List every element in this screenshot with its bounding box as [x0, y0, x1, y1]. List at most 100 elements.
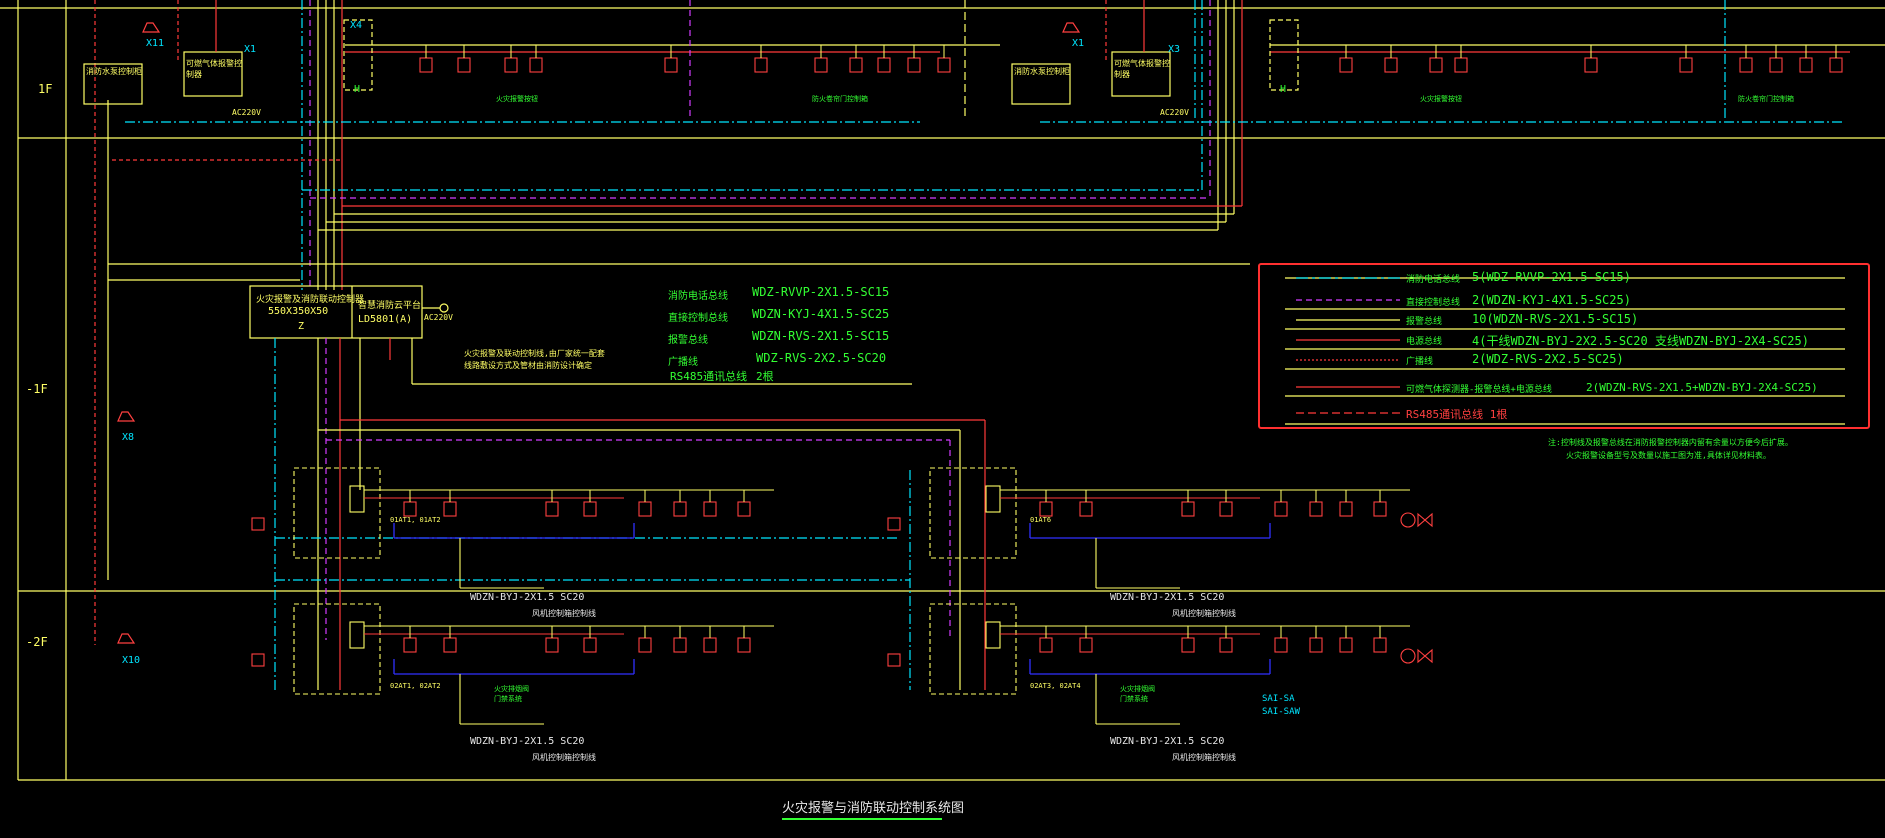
- fire-btn-note-2: 火灾报警按钮: [1420, 95, 1462, 103]
- cloud-platform-model: LD5801(A): [358, 314, 413, 325]
- panel-ac: AC220V: [424, 313, 453, 322]
- legend-item-name: 广播线: [1406, 357, 1434, 367]
- center-item-name: 直接控制总线: [668, 313, 728, 324]
- floor-label-b2: -2F: [26, 635, 48, 649]
- legend-highlight-box: [1258, 263, 1870, 429]
- device-symbol: [754, 45, 768, 73]
- device-symbol: [1584, 45, 1598, 73]
- cable-label-b: WDZN-BYJ-2X1.5 SC20: [1110, 592, 1225, 603]
- basement-device-groups: [251, 467, 1433, 725]
- legend-item-name: 消防电话总线: [1406, 275, 1461, 285]
- legend-item-name: RS485通讯总线 1根: [1406, 408, 1508, 421]
- ac-label-1f: AC220V: [232, 108, 261, 117]
- device-symbol: [529, 45, 543, 73]
- cloud-platform-name: 智慧消防云平台: [358, 301, 422, 311]
- x11-label: X11: [146, 38, 165, 49]
- center-item-spec: WDZ-RVS-2X2.5-SC20: [756, 351, 887, 365]
- module-label-a: 01AT1, 01AT2: [390, 516, 441, 524]
- fire-btn-note: 火灾报警按钮: [496, 95, 538, 103]
- device-symbol: [1829, 45, 1843, 73]
- panel-size: 550X350X50: [268, 306, 329, 317]
- legend-item-spec: 2(WDZN-RVS-2X1.5+WDZN-BYJ-2X4-SC25): [1586, 381, 1818, 394]
- device-symbol: [664, 45, 678, 73]
- legend-item-name: 电源总线: [1406, 337, 1443, 347]
- module-label-c: 02AT1, 02AT2: [390, 682, 441, 690]
- cable-label-a: WDZN-BYJ-2X1.5 SC20: [470, 592, 585, 603]
- center-item-spec: WDZN-KYJ-4X1.5-SC25: [752, 307, 890, 321]
- device-symbol: [814, 45, 828, 73]
- device-symbol: [1454, 45, 1468, 73]
- legend-item-spec: 4(干线WDZN-BYJ-2X2.5-SC20 支线WDZN-BYJ-2X4-S…: [1472, 334, 1809, 348]
- device-symbol: [1769, 45, 1783, 73]
- device-symbol: [907, 45, 921, 73]
- legend-item-spec: 2(WDZN-KYJ-4X1.5-SC25): [1472, 293, 1631, 307]
- x1-label: X1: [244, 44, 257, 55]
- fan-label-a: 风机控制箱控制线: [532, 609, 596, 618]
- module-label-d: 02AT3, 02AT4: [1030, 682, 1081, 690]
- device-group: [251, 467, 774, 589]
- x1-label-2: X1: [1072, 38, 1085, 49]
- legend-note-1: 注:控制线及报警总线在消防报警控制器内留有余量以方便今后扩展。: [1548, 438, 1793, 447]
- x3-label: X3: [1168, 44, 1181, 55]
- center-item-name: 消防电话总线: [668, 291, 728, 302]
- device-group: [251, 603, 774, 725]
- door-system-label-2: 门禁系统: [1120, 695, 1148, 703]
- module-label-b: 01AT6: [1030, 516, 1052, 524]
- center-item-spec: WDZN-RVS-2X1.5-SC15: [752, 329, 890, 343]
- legend-item-name: 报警总线: [1406, 317, 1443, 327]
- device-symbol: [1429, 45, 1443, 73]
- saw-label: SAI-SAW: [1262, 707, 1300, 717]
- device-symbol: [937, 45, 951, 73]
- fan-label-b: 风机控制箱控制线: [1172, 609, 1236, 618]
- x4-label: X4: [350, 20, 363, 31]
- fire-door-label: 火灾排烟阀: [494, 685, 529, 693]
- pump-box-label: 消防水泵控制柜: [86, 67, 142, 76]
- floor-1f-devices: [419, 45, 1843, 73]
- legend-item-spec: 10(WDZN-RVS-2X1.5-SC15): [1472, 312, 1639, 326]
- cable-label-d: WDZN-BYJ-2X1.5 SC20: [1110, 736, 1225, 747]
- device-symbol: [877, 45, 891, 73]
- title-underline: [782, 818, 942, 820]
- floor-label-b1: -1F: [26, 382, 48, 396]
- device-group: [887, 467, 1433, 589]
- legend-item-name: 直接控制总线: [1406, 298, 1461, 308]
- floor-1f-circuits: [83, 0, 1885, 123]
- gas-box-label: 可燃气体报警控制器: [186, 59, 242, 79]
- door-system-label: 门禁系统: [494, 695, 522, 703]
- floor-label-1f: 1F: [38, 82, 53, 96]
- device-group: [887, 603, 1433, 725]
- device-symbol: [1384, 45, 1398, 73]
- center-item-name: 广播线: [668, 357, 698, 368]
- panel-note-1: 火灾报警及联动控制线,由厂家统一配套: [464, 349, 605, 358]
- drawing-frame: [0, 0, 1885, 781]
- ac-label-1f-2: AC220V: [1160, 108, 1189, 117]
- device-symbol: [1799, 45, 1813, 73]
- basement-risers: [274, 338, 986, 690]
- center-item-name: RS485通讯总线: [670, 370, 748, 383]
- x8-label: X8: [122, 432, 135, 443]
- fan-label-c: 风机控制箱控制线: [532, 753, 596, 762]
- signal-note: 防火卷帘门控制箱: [812, 95, 868, 103]
- device-symbol: [1339, 45, 1353, 73]
- center-item-spec: 2根: [756, 370, 774, 383]
- device-symbol: [504, 45, 518, 73]
- main-control-panel: [249, 285, 912, 490]
- device-symbol: [1679, 45, 1693, 73]
- legend-item-spec: 2(WDZ-RVS-2X2.5-SC25): [1472, 352, 1624, 366]
- cable-label-c: WDZN-BYJ-2X1.5 SC20: [470, 736, 585, 747]
- riser-bundle: [94, 0, 1250, 645]
- device-symbol: [457, 45, 471, 73]
- panel-z: Z: [298, 321, 305, 332]
- h-label-1f: H: [354, 84, 361, 95]
- x10-label: X10: [122, 655, 141, 666]
- panel-name: 火灾报警及消防联动控制器: [256, 295, 365, 305]
- pump-box-label-2: 消防水泵控制柜: [1014, 67, 1070, 76]
- panel-note-2: 线路敷设方式及管材由消防设计确定: [464, 361, 592, 370]
- legend-note-2: 火灾报警设备型号及数量以施工图为准,具体详见材料表。: [1566, 451, 1771, 460]
- h-label-1f-2: H: [1280, 84, 1287, 95]
- center-item-spec: WDZ-RVVP-2X1.5-SC15: [752, 285, 890, 299]
- legend-item-name: 可燃气体探测器-报警总线+电源总线: [1406, 385, 1552, 395]
- center-item-name: 报警总线: [668, 335, 708, 346]
